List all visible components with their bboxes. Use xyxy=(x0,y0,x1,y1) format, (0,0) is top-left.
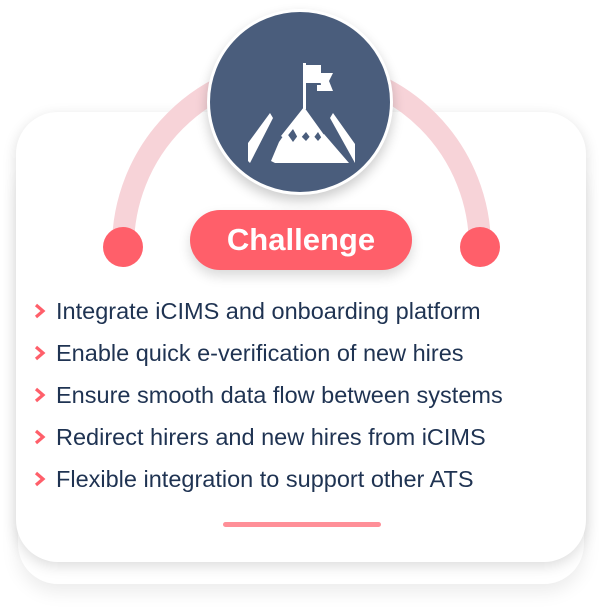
icon-circle xyxy=(207,9,393,195)
list-item-text: Integrate iCIMS and onboarding platform xyxy=(56,297,481,324)
chevron-right-icon xyxy=(34,429,46,445)
mountain-flag-icon xyxy=(248,63,355,163)
chevron-right-icon xyxy=(34,387,46,403)
chevron-right-icon xyxy=(34,303,46,319)
list-item-text: Enable quick e-verification of new hires xyxy=(56,339,464,366)
list-item: Ensure smooth data flow between systems xyxy=(34,374,503,416)
challenge-badge: Challenge xyxy=(190,210,412,270)
bottom-divider xyxy=(223,522,381,527)
chevron-right-icon xyxy=(34,471,46,487)
arc-endpoint-left xyxy=(103,227,143,267)
list-item-text: Ensure smooth data flow between systems xyxy=(56,381,503,408)
list-item-text: Flexible integration to support other AT… xyxy=(56,465,474,492)
list-item: Flexible integration to support other AT… xyxy=(34,458,503,500)
arc-endpoint-right xyxy=(460,227,500,267)
list-item: Redirect hirers and new hires from iCIMS xyxy=(34,416,503,458)
chevron-right-icon xyxy=(34,345,46,361)
list-item: Enable quick e-verification of new hires xyxy=(34,332,503,374)
challenge-list: Integrate iCIMS and onboarding platform … xyxy=(34,290,503,500)
list-item: Integrate iCIMS and onboarding platform xyxy=(34,290,503,332)
list-item-text: Redirect hirers and new hires from iCIMS xyxy=(56,423,486,450)
